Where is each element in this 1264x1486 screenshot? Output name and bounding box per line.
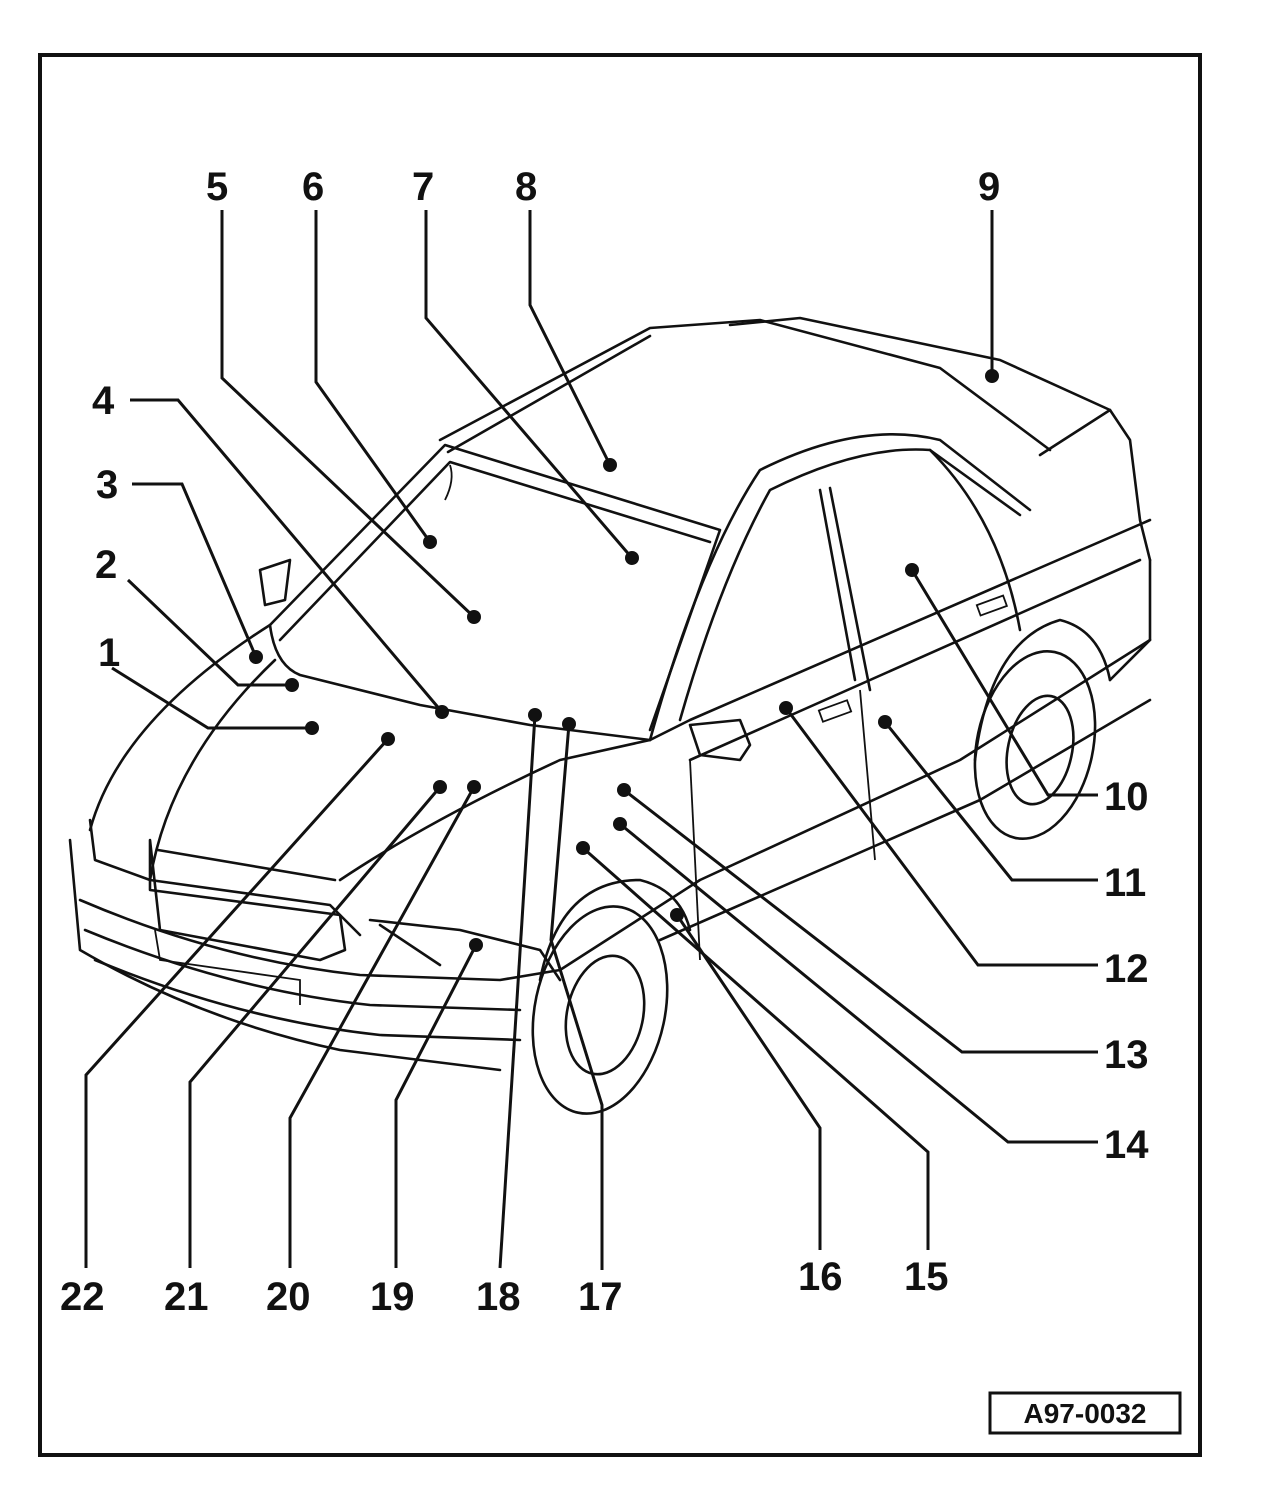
leader-20: [288, 786, 476, 1268]
callout-3: 3: [96, 463, 118, 507]
leader-7: [424, 210, 634, 559]
leader-3: [132, 482, 258, 658]
dot-16: [670, 908, 684, 922]
dot-8: [603, 458, 617, 472]
callout-18: 18: [476, 1275, 521, 1319]
callout-22: 22: [60, 1275, 105, 1319]
callout-8: 8: [515, 165, 537, 209]
dot-18: [528, 708, 542, 722]
dot-20: [467, 780, 481, 794]
leader-22: [84, 737, 390, 1268]
leader-12: [784, 707, 1098, 967]
dot-4: [435, 705, 449, 719]
dot-21: [433, 780, 447, 794]
dot-19: [469, 938, 483, 952]
callout-19: 19: [370, 1275, 415, 1319]
dot-6: [423, 535, 437, 549]
dot-13: [617, 783, 631, 797]
leader-21: [188, 786, 442, 1268]
callout-labels: 1 2 3 4 5 6 7 8 9 10 11 12 13 14 15 16 1…: [60, 165, 1149, 1319]
callout-11: 11: [1104, 861, 1146, 905]
callout-15: 15: [904, 1255, 949, 1299]
leader-8: [528, 210, 612, 466]
leader-2: [126, 578, 292, 687]
callout-7: 7: [412, 165, 434, 209]
dot-17: [562, 717, 576, 731]
callout-6: 6: [302, 165, 324, 209]
callout-21: 21: [164, 1275, 209, 1319]
dot-9: [985, 369, 999, 383]
car-illustration: [68, 316, 1152, 1115]
callout-1: 1: [98, 631, 120, 675]
callout-17: 17: [578, 1275, 623, 1319]
callout-5: 5: [206, 165, 228, 209]
leader-5: [220, 210, 476, 619]
callout-16: 16: [798, 1255, 843, 1299]
reference-code: A97-0032: [1024, 1398, 1147, 1429]
dot-15: [576, 841, 590, 855]
leader-1: [111, 666, 312, 730]
reference-code-box: A97-0032: [988, 1391, 1182, 1435]
leader-18: [498, 714, 537, 1269]
component-dots: [249, 369, 999, 952]
dot-5: [467, 610, 481, 624]
leader-15: [582, 846, 930, 1250]
leader-lines: [84, 210, 1098, 1270]
diagram-frame: [38, 53, 1202, 1457]
callout-20: 20: [266, 1275, 311, 1319]
dot-12: [779, 701, 793, 715]
dot-22: [381, 732, 395, 746]
dot-14: [613, 817, 627, 831]
leader-17: [549, 723, 604, 1270]
callout-4: 4: [92, 379, 115, 423]
leader-11: [883, 721, 1098, 882]
leader-16: [675, 914, 822, 1250]
dot-7: [625, 551, 639, 565]
dot-1: [305, 721, 319, 735]
leader-19: [394, 944, 478, 1268]
leader-6: [314, 210, 432, 543]
callout-12: 12: [1104, 947, 1149, 991]
dot-10: [905, 563, 919, 577]
callout-13: 13: [1104, 1033, 1149, 1077]
callout-9: 9: [978, 165, 1000, 209]
callout-10: 10: [1104, 775, 1149, 819]
leader-10: [910, 569, 1098, 797]
leader-13: [623, 788, 1098, 1054]
dot-11: [878, 715, 892, 729]
leader-14: [619, 822, 1098, 1144]
callout-2: 2: [95, 543, 117, 587]
dot-2: [285, 678, 299, 692]
leader-4: [130, 398, 444, 713]
callout-14: 14: [1104, 1123, 1149, 1167]
dot-3: [249, 650, 263, 664]
